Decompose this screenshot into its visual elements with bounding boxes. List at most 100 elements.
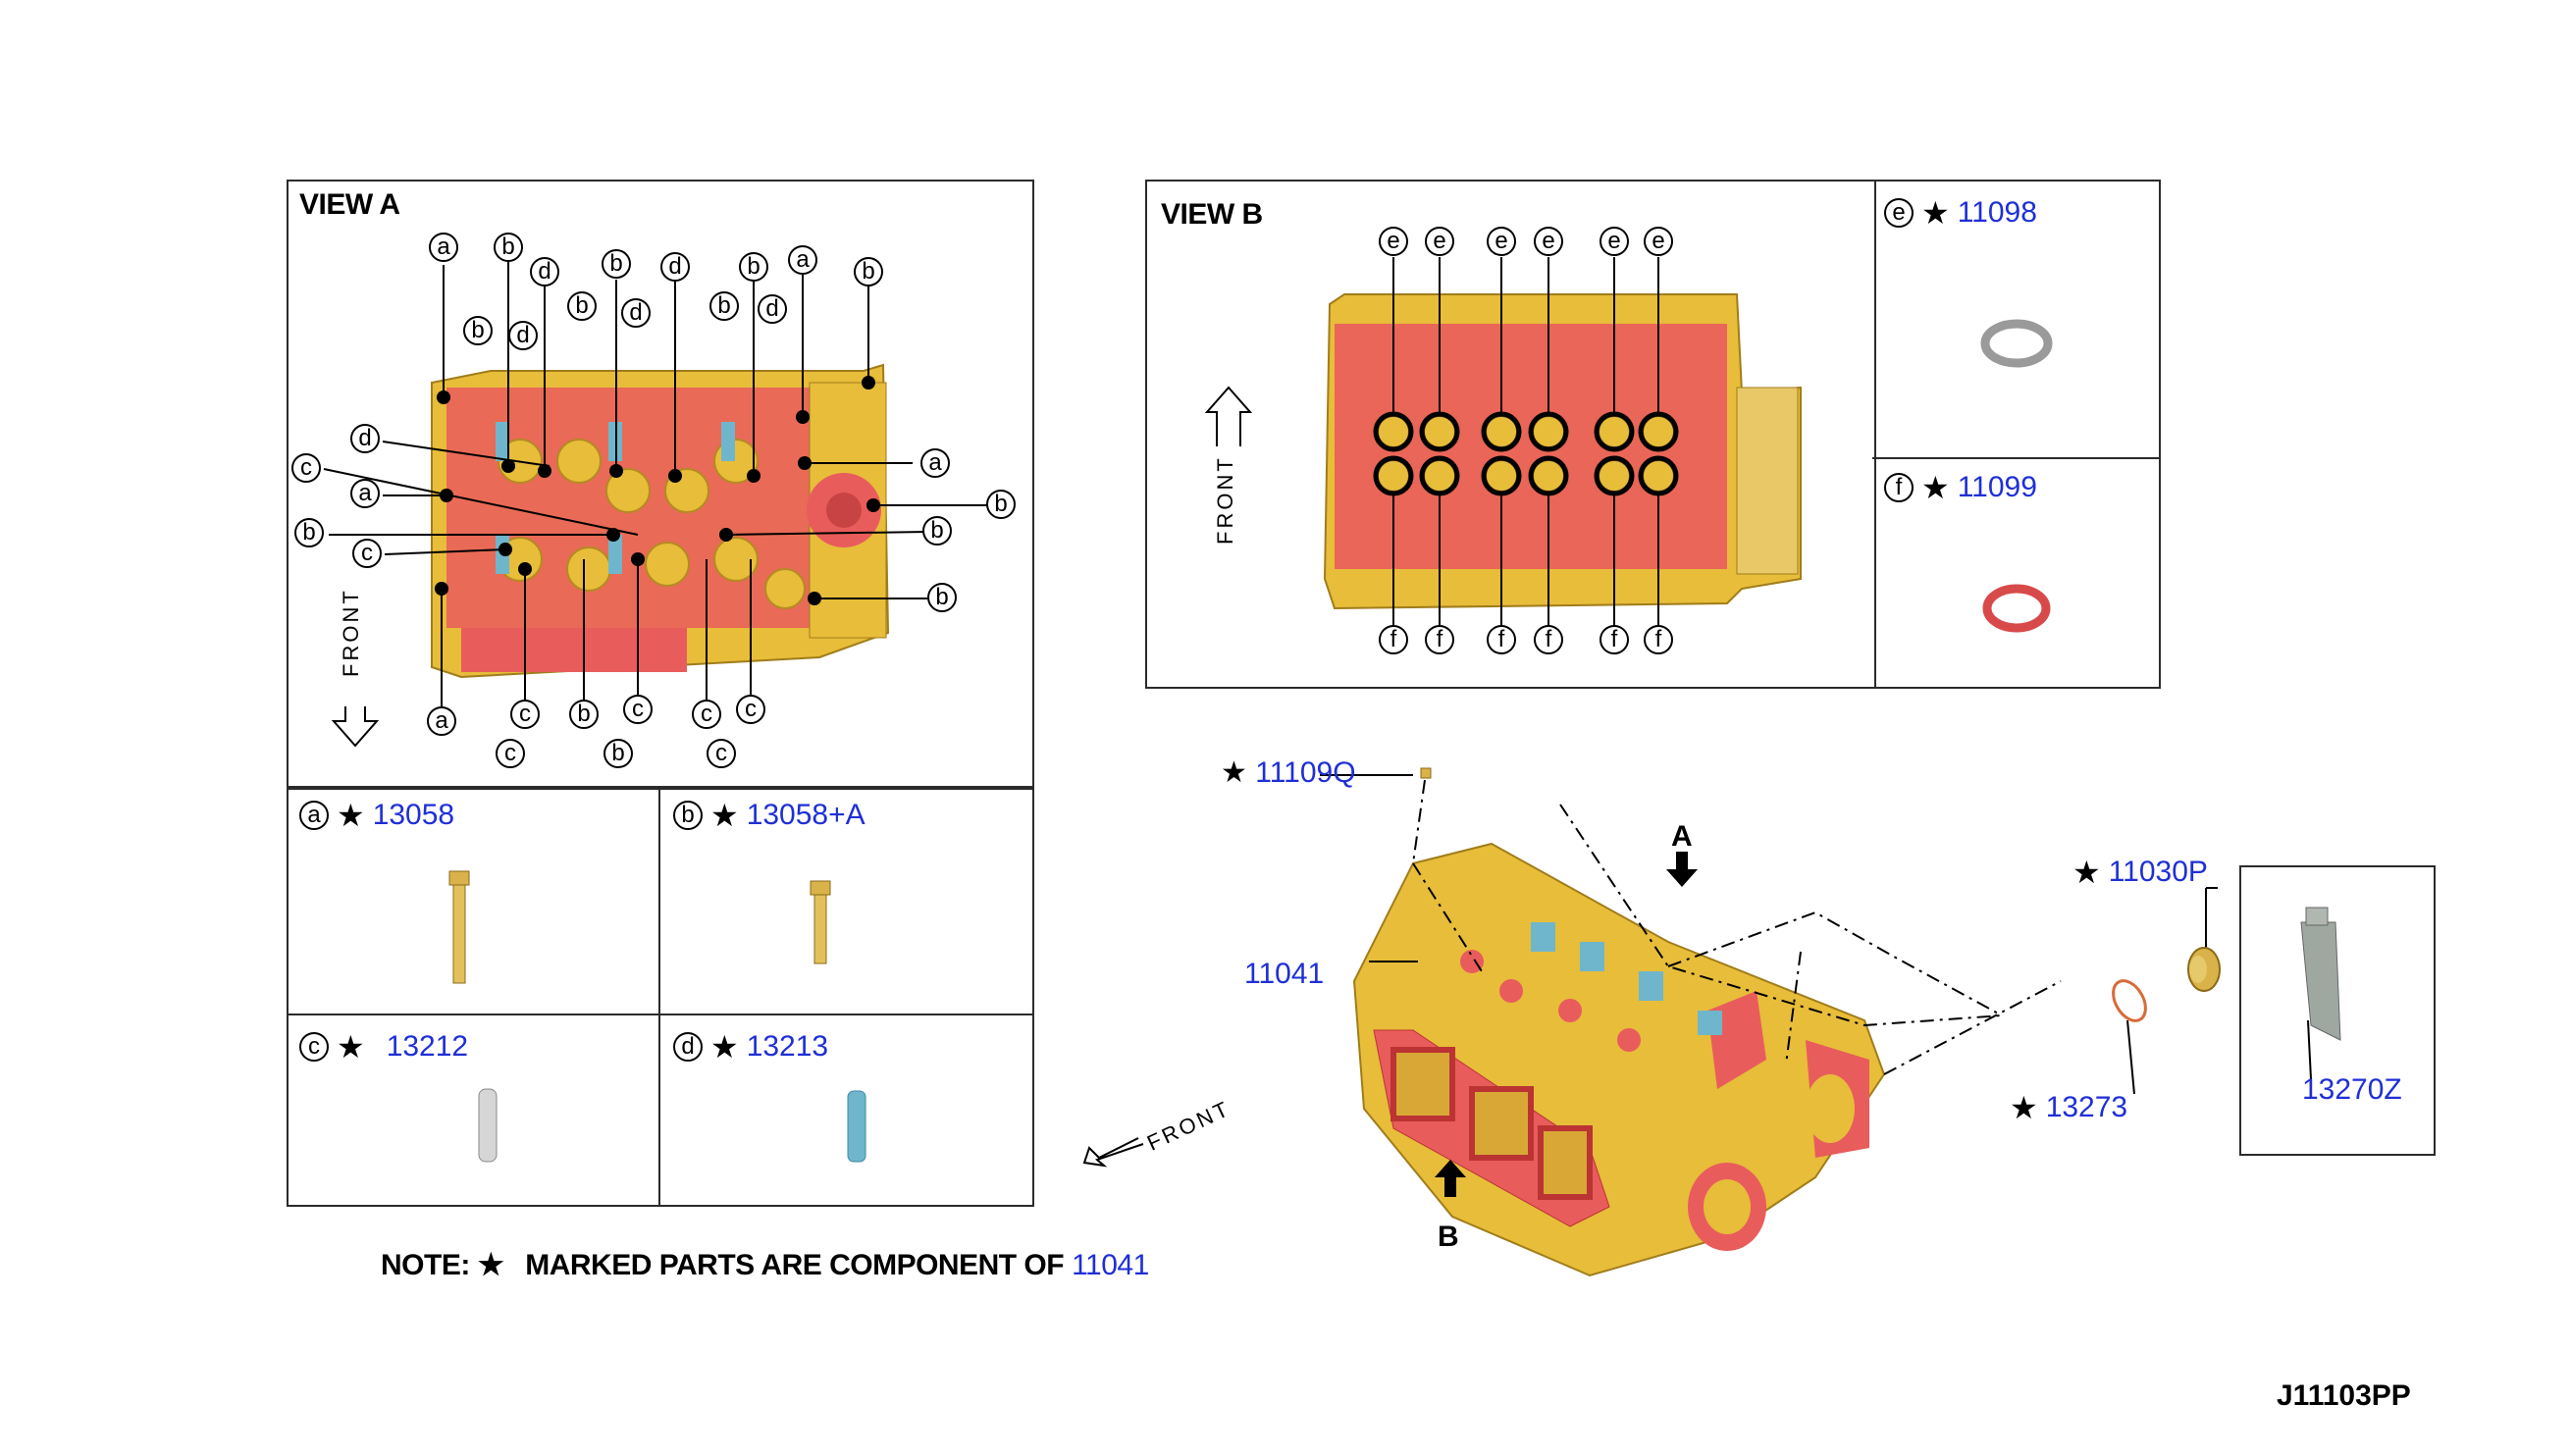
part-number-11109q[interactable]: 11109Q — [1255, 756, 1356, 789]
part-number-13213[interactable]: 13213 — [746, 1030, 829, 1063]
callout-e: e — [1600, 227, 1629, 256]
part-c-label: c ★ 13212 — [299, 1028, 468, 1066]
callout-a: a — [429, 233, 458, 262]
part-e-label: e ★ 11098 — [1884, 194, 2037, 232]
part-number-13273[interactable]: 13273 — [2045, 1091, 2128, 1123]
callout-f: f — [1487, 625, 1516, 654]
view-a-callouts-top: a — [429, 233, 458, 262]
bolt-11109q-icon — [1420, 767, 1432, 779]
note-prefix: NOTE: — [381, 1248, 470, 1281]
part-a-label: a ★ 13058 — [299, 797, 454, 834]
callout-c: c — [510, 700, 540, 729]
main-front-label: FRONT — [1143, 1095, 1234, 1156]
part-number-11099[interactable]: 11099 — [1957, 471, 2037, 503]
parts-grid-a — [287, 788, 1034, 1207]
callout-e: e — [1425, 227, 1454, 256]
o-ring-13273-icon — [2112, 979, 2147, 1022]
part-11109q-label: ★ 11109Q — [1221, 755, 1356, 790]
arrow-a-icon — [1666, 852, 1698, 887]
callout-b: b — [494, 233, 523, 262]
star-icon: ★ — [710, 798, 739, 833]
part-13273-label: ★ 13273 — [2010, 1089, 2127, 1126]
part-number-13270z[interactable]: 13270Z — [2302, 1073, 2402, 1106]
part-a-letter: a — [299, 801, 329, 830]
arrow-b-icon — [1435, 1160, 1466, 1197]
star-icon: ★ — [477, 1249, 504, 1281]
star-icon: ★ — [710, 1029, 739, 1065]
part-d-label: d ★ 13213 — [673, 1028, 828, 1066]
callout-f: f — [1425, 625, 1454, 654]
star-icon: ★ — [337, 1029, 365, 1065]
component-note: NOTE: ★ MARKED PARTS ARE COMPONENT OF 11… — [381, 1248, 1149, 1282]
callout-b: b — [569, 700, 599, 729]
callout-a: a — [788, 245, 817, 275]
callout-d: d — [530, 257, 559, 286]
part-e-letter: e — [1884, 198, 1914, 228]
part-number-11041[interactable]: 11041 — [1244, 958, 1325, 990]
callout-c: c — [692, 700, 721, 729]
view-b-title: VIEW B — [1161, 198, 1263, 231]
callout-a: a — [427, 706, 456, 736]
callout-b: b — [709, 291, 739, 321]
callout-c: c — [496, 739, 525, 768]
callout-c: c — [623, 695, 653, 724]
callout-f: f — [1644, 625, 1673, 654]
callout-b: b — [854, 257, 883, 286]
part-b-label: b ★ 13058+A — [673, 797, 865, 834]
part-c-letter: c — [299, 1032, 329, 1062]
callout-b: b — [567, 291, 597, 321]
diagram-code: J11103PP — [2277, 1379, 2411, 1412]
part-f-label: f ★ 11099 — [1884, 469, 2037, 506]
part-number-13058[interactable]: 13058 — [372, 799, 455, 831]
part-d-letter: d — [673, 1032, 703, 1062]
star-icon: ★ — [1921, 470, 1950, 505]
part-number-11030p[interactable]: 11030P — [2108, 856, 2208, 888]
callout-c: c — [352, 539, 382, 568]
part-number-13058a[interactable]: 13058+A — [746, 799, 865, 831]
callout-b: b — [986, 490, 1016, 519]
star-icon: ★ — [1221, 756, 1247, 789]
callout-c: c — [707, 739, 736, 768]
callout-b: b — [294, 518, 324, 547]
part-number-11098[interactable]: 11098 — [1957, 196, 2037, 229]
callout-c: c — [291, 453, 321, 483]
callout-a: a — [920, 448, 950, 478]
callout-d: d — [508, 321, 538, 350]
callout-b: b — [922, 516, 952, 546]
part-11030p-label: ★ 11030P — [2072, 854, 2208, 891]
callout-b: b — [602, 249, 631, 279]
callout-d: d — [758, 294, 787, 324]
plug-11030p-icon — [2187, 947, 2221, 992]
callout-b: b — [603, 739, 633, 768]
sealant-box — [2239, 865, 2436, 1156]
note-part-number-11041[interactable]: 11041 — [1072, 1248, 1149, 1281]
callout-e: e — [1487, 227, 1516, 256]
view-a-title: VIEW A — [299, 188, 400, 221]
callout-e: e — [1534, 227, 1563, 256]
callout-d: d — [621, 298, 651, 328]
callout-d: d — [660, 252, 690, 282]
part-f-letter: f — [1884, 473, 1914, 502]
view-b-front-label: FRONT — [1213, 455, 1237, 545]
main-leaders — [1412, 779, 2062, 1075]
callout-c: c — [736, 695, 765, 724]
callout-f: f — [1379, 625, 1408, 654]
callout-b: b — [739, 252, 768, 282]
note-text: MARKED PARTS ARE COMPONENT OF — [525, 1248, 1065, 1281]
star-icon: ★ — [337, 798, 365, 833]
callout-b: b — [463, 316, 493, 345]
view-b-frame — [1145, 180, 1876, 689]
callout-f: f — [1534, 625, 1563, 654]
main-front-arrow — [1082, 1137, 1144, 1168]
arrow-a-label: A — [1671, 820, 1693, 853]
star-icon: ★ — [1921, 195, 1950, 231]
part-number-13212[interactable]: 13212 — [386, 1030, 469, 1063]
arrow-b-label: B — [1438, 1221, 1459, 1253]
cylinder-head-assembly — [1352, 842, 1886, 1277]
callout-a: a — [350, 479, 380, 508]
callout-d: d — [350, 424, 380, 453]
star-icon: ★ — [2072, 855, 2101, 890]
view-a-frame — [287, 180, 1034, 788]
callout-e: e — [1379, 227, 1408, 256]
callout-e: e — [1644, 227, 1673, 256]
